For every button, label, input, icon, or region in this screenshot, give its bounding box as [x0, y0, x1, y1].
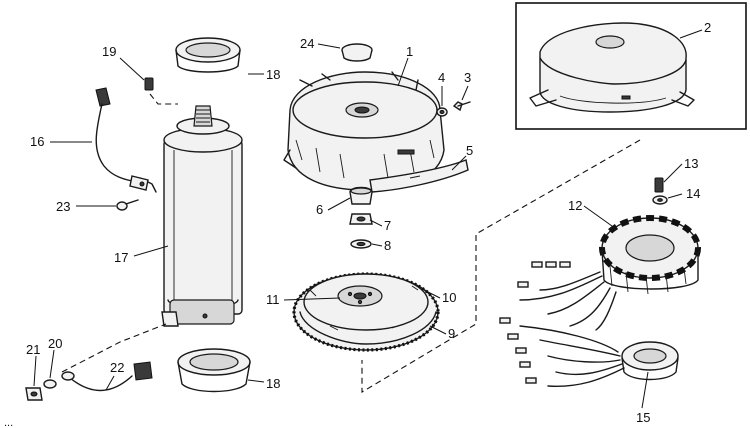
small-screw-drawing: [144, 77, 178, 105]
trigger-drawing: [499, 317, 679, 388]
leader-lines: [33, 29, 703, 409]
part-label-18-lower: 18: [266, 376, 280, 391]
part-label-14: 14: [686, 186, 700, 201]
hub-nut-washer-drawing: [349, 186, 373, 249]
stator-screw-washer-drawing: [652, 177, 668, 205]
part-label-18-upper: 18: [266, 67, 280, 82]
part-label-22: 22: [110, 360, 124, 375]
part-label-7: 7: [384, 218, 391, 233]
strip-drawing: [369, 159, 469, 193]
part-label-9: 9: [448, 326, 455, 341]
part-label-4: 4: [438, 70, 445, 85]
upper-ring-drawing: [175, 37, 241, 73]
lower-ring-drawing: [177, 348, 251, 393]
flywheel-cover-drawing: [529, 22, 695, 113]
part-labels: 1 2 3 4 5 6 7 8 9 10 11 12 13 14 15 16 1…: [4, 20, 711, 428]
part-label-13: 13: [684, 156, 698, 171]
part-label-1: 1: [406, 44, 413, 59]
part-label-19: 19: [102, 44, 116, 59]
lower-cable-drawing: [25, 323, 167, 401]
starter-motor-drawing: [139, 105, 243, 327]
part-label-16: 16: [30, 134, 44, 149]
assembly-dashed-lines: [361, 139, 641, 393]
part-label-8: 8: [384, 238, 391, 253]
figure-code: ...: [4, 417, 13, 428]
stator-drawing: [599, 215, 701, 295]
cap-drawing: [341, 43, 373, 62]
cable-drawing: [95, 87, 149, 191]
part-label-5: 5: [466, 143, 473, 158]
part-label-3: 3: [464, 70, 471, 85]
part-label-21: 21: [26, 342, 40, 357]
part-label-24: 24: [300, 36, 314, 51]
part-label-10: 10: [442, 290, 456, 305]
part-label-11: 11: [266, 292, 280, 307]
bolt-drawing: [116, 199, 139, 211]
ring-gear-flywheel-drawing: [292, 272, 440, 352]
part-label-15: 15: [636, 410, 650, 425]
inset-frame: [515, 2, 747, 130]
part-label-12: 12: [568, 198, 582, 213]
part-label-17: 17: [114, 250, 128, 265]
stator-wires-drawing: [517, 261, 617, 331]
washer-and-screw-drawing: [436, 101, 471, 117]
part-label-23: 23: [56, 199, 70, 214]
flywheel-drawing: [283, 71, 445, 191]
part-label-20: 20: [48, 336, 62, 351]
part-label-6: 6: [316, 202, 323, 217]
part-label-2: 2: [704, 20, 711, 35]
